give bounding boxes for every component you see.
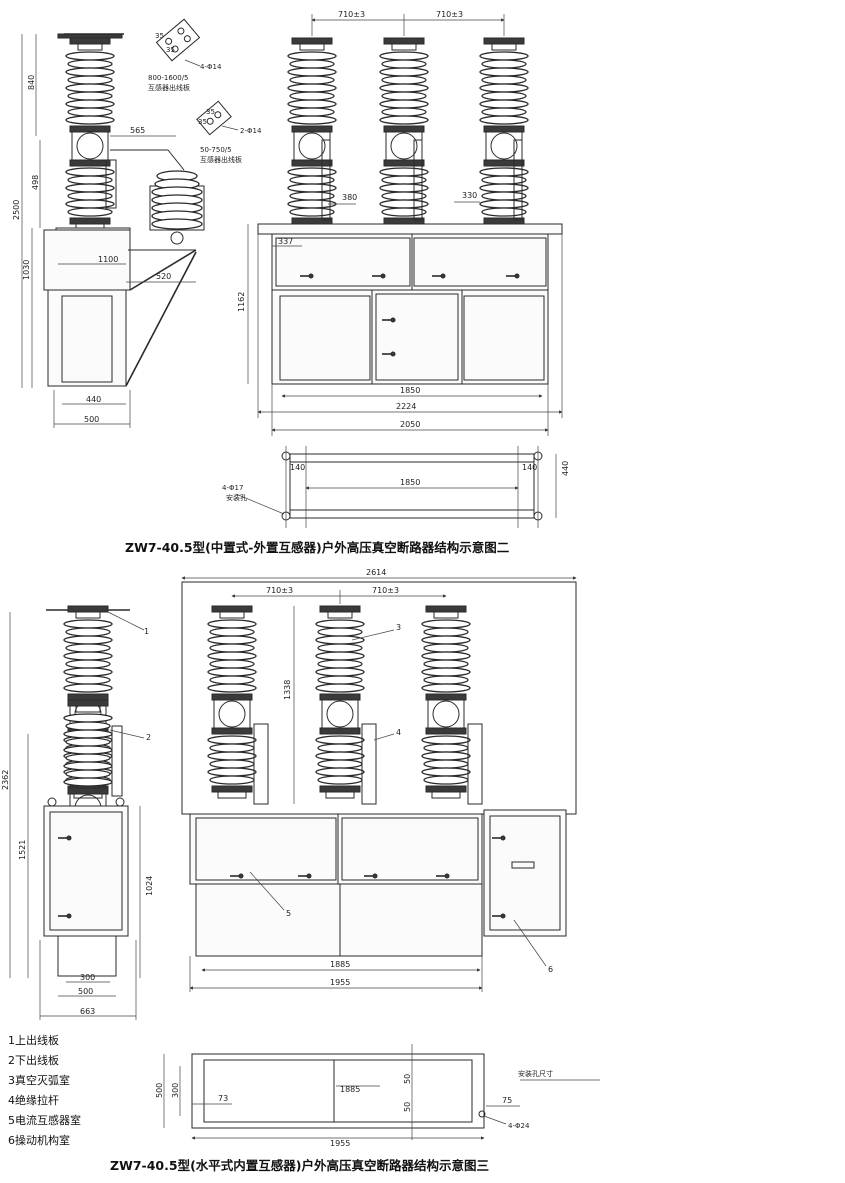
dim-2224: 2224: [396, 402, 416, 411]
base-dim-140-a: 140: [290, 463, 305, 472]
caption-figure-three: ZW7-40.5型(水平式内置互感器)户外高压真空断路器结构示意图三: [110, 1158, 489, 1173]
callout-4: 4: [396, 728, 401, 737]
top-base-plan: 140 140 1850 440 4-Φ17 安装孔: [222, 446, 570, 528]
dim-1162: 1162: [237, 292, 246, 312]
dim-710-a: 710±3: [338, 10, 365, 19]
base-holes-label: 安装孔: [226, 493, 247, 502]
ct1-hole: 4-Φ14: [200, 63, 222, 71]
dim-1030: 1030: [22, 260, 31, 280]
callout-1: 1: [144, 627, 149, 636]
legend-item-6: 6操动机构室: [8, 1133, 70, 1147]
dim-2614: 2614: [366, 568, 386, 577]
dim-2362: 2362: [1, 770, 10, 790]
dim-330: 330: [462, 191, 477, 200]
base-dim-440: 440: [561, 461, 570, 476]
ct2-dim-b: 35: [206, 108, 215, 116]
figure-bottom: 1 2 2362 1521 1024 300 500 663: [1, 568, 600, 1173]
base-dim-73: 73: [218, 1094, 228, 1103]
ct2-note: 50-750/5: [200, 146, 232, 154]
dim-2050: 2050: [400, 420, 420, 429]
base-holes: 4-Φ17: [222, 484, 243, 492]
base-dim-1850: 1850: [400, 478, 420, 487]
dim-337: 337: [278, 237, 293, 246]
ct2-dim-a: 35: [198, 118, 207, 126]
ct2-hole: 2-Φ14: [240, 127, 262, 135]
dim-440: 440: [86, 395, 101, 404]
base-dim-50-a: 50: [403, 1074, 412, 1084]
dim-663: 663: [80, 1007, 95, 1016]
dim-1024: 1024: [145, 876, 154, 896]
dim-1885: 1885: [330, 960, 350, 969]
base-dim-50-b: 50: [403, 1102, 412, 1112]
dim-2500: 2500: [12, 200, 21, 220]
ct-plate-detail-2: 35 35 2-Φ14 50-750/5 互感器出线板: [196, 100, 262, 164]
dim-500: 500: [78, 987, 93, 996]
bottom-front-view: 2614 710±3 710±3 1338 3 4 5 6 1885 1955: [181, 568, 577, 992]
legend-item-2: 2下出线板: [8, 1053, 59, 1067]
legend-item-5: 5电流互感器室: [8, 1113, 81, 1127]
callout-3: 3: [396, 623, 401, 632]
base-dim-300: 300: [171, 1083, 180, 1098]
top-side-view: 840 498 2500 1030 565 1100 520 440 500: [12, 33, 205, 428]
component-legend: 1上出线板 2下出线板 3真空灭弧室 4绝缘拉杆 5电流互感器室 6操动机构室: [8, 1033, 81, 1147]
figure-top: 840 498 2500 1030 565 1100 520 440 500: [12, 10, 570, 555]
dim-380: 380: [342, 193, 357, 202]
callout-6: 6: [548, 965, 553, 974]
ct1-dim-b: 35: [166, 46, 175, 54]
caption-figure-two: ZW7-40.5型(中置式-外置互感器)户外高压真空断路器结构示意图二: [125, 540, 510, 555]
base-holes-24: 4-Φ24: [508, 1122, 530, 1130]
dim-1100: 1100: [98, 255, 118, 264]
base-dim-75: 75: [502, 1096, 512, 1105]
ct1-note: 800-1600/5: [148, 74, 189, 82]
ct1-label: 互感器出线板: [148, 83, 190, 92]
dim-710-a-bottom: 710±3: [266, 586, 293, 595]
callout-5: 5: [286, 909, 291, 918]
mount-hole-label: 安装孔尺寸: [518, 1069, 553, 1078]
dim-300: 300: [80, 973, 95, 982]
base-dim-1955: 1955: [330, 1139, 350, 1148]
callout-2: 2: [146, 733, 151, 742]
base-dim-140-b: 140: [522, 463, 537, 472]
dim-710-b: 710±3: [436, 10, 463, 19]
dim-1850: 1850: [400, 386, 420, 395]
dim-1521: 1521: [18, 840, 27, 860]
dim-1338: 1338: [283, 680, 292, 700]
ct2-label: 互感器出线板: [200, 155, 242, 164]
dim-498: 498: [31, 175, 40, 190]
base-dim-1885: 1885: [340, 1085, 360, 1094]
dim-500: 500: [84, 415, 99, 424]
ct1-dim-a: 35: [155, 32, 164, 40]
dim-710-b-bottom: 710±3: [372, 586, 399, 595]
ct-plate-detail-1: 35 35 4-Φ14 800-1600/5 互感器出线板: [148, 18, 222, 92]
legend-item-1: 1上出线板: [8, 1033, 59, 1047]
legend-item-4: 4绝缘拉杆: [8, 1093, 59, 1107]
dim-840: 840: [27, 75, 36, 90]
legend-item-3: 3真空灭弧室: [8, 1073, 70, 1087]
base-dim-500: 500: [155, 1083, 164, 1098]
dim-520: 520: [156, 272, 171, 281]
bottom-base-plan: 500 300 73 1885 50 50 75 4-Φ24 1955 安装孔尺…: [155, 1044, 600, 1148]
top-front-view: 710±3 710±3 380 330 337 1162 1850 2224 2…: [237, 10, 563, 436]
bottom-side-view: 1 2 2362 1521 1024 300 500 663: [1, 605, 154, 1020]
dim-1955: 1955: [330, 978, 350, 987]
dim-565: 565: [130, 126, 145, 135]
